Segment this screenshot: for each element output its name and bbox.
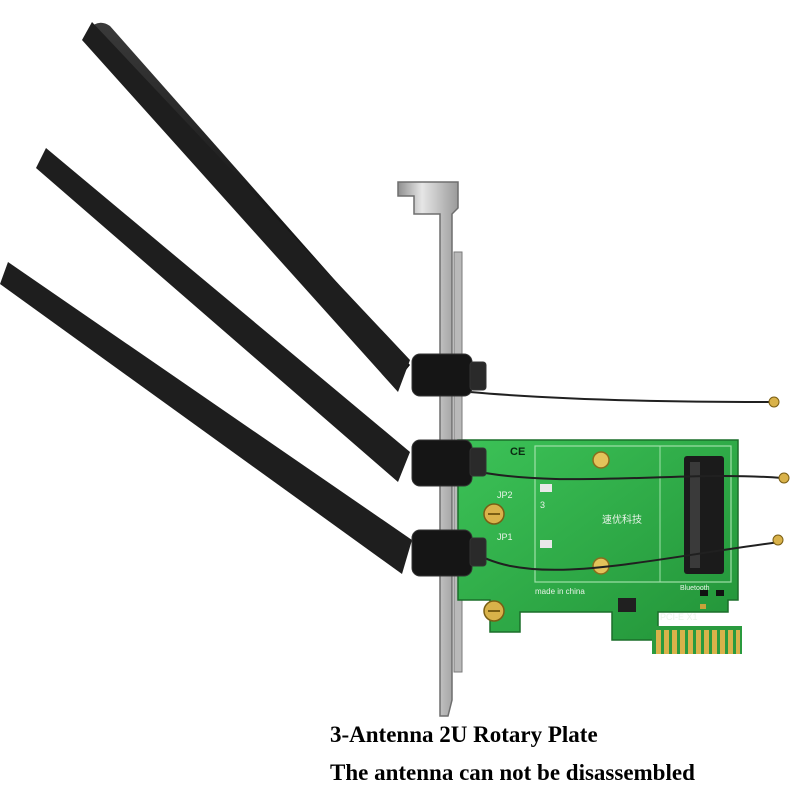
- ce-mark: CE: [510, 446, 525, 458]
- made-in-label: made in china: [535, 587, 585, 596]
- jp1-label: JP1: [497, 532, 513, 542]
- jp2-label: JP2: [497, 490, 513, 500]
- antenna-cables: [469, 391, 783, 571]
- brand-label: 速优科技: [602, 513, 642, 526]
- gold-edge-connector: [652, 626, 742, 654]
- pcie-label: PCI-E X1: [660, 612, 698, 622]
- bluetooth-label: Bluetooth: [680, 585, 710, 592]
- antenna-middle: [36, 148, 410, 482]
- slot-number: 3: [540, 500, 545, 510]
- caption-line-2: The antenna can not be disassembled: [330, 760, 695, 785]
- caption-line-1: 3-Antenna 2U Rotary Plate: [330, 722, 598, 747]
- antenna-base-connectors: [411, 353, 487, 577]
- pcb-board: CE JP2 JP1 3 速优科技 made in china Bluetoot…: [457, 439, 742, 654]
- ufl-connector-icons: [768, 396, 790, 546]
- antenna-top: [82, 22, 410, 392]
- antenna-bottom: [0, 262, 412, 574]
